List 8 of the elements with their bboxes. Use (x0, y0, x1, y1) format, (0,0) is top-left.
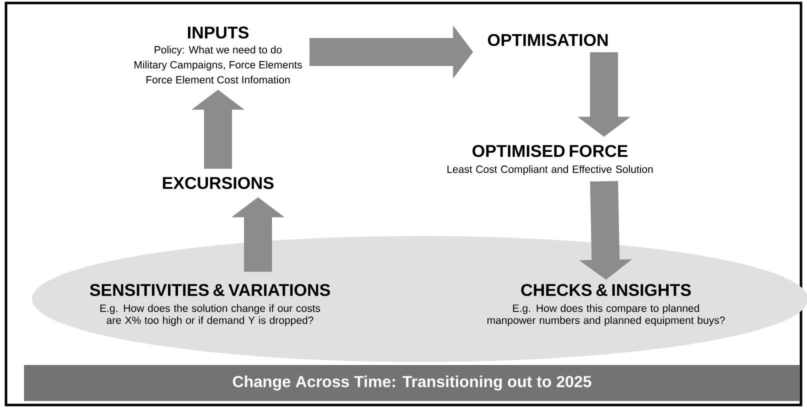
inputs-text: INPUTS Policy: What we need to do Military Campaigns, Force Elements Force Element Cost Infomation (134, 26, 302, 84)
stage-text: CHECKS & INSIGHTS E.g. How does this compare to planned manpower numbers and planned equipment buys? (487, 284, 725, 326)
stage-text: OPTIMISED FORCE Least Cost Compliant and Effective Solution (448, 144, 653, 176)
timeline-banner: Change Across Time: Transitioning out to 2025 (24, 365, 800, 401)
ellipse-band (32, 236, 807, 362)
stage-text: SENSITIVITIES & VARIATIONS E.g. How does the solution change if our costs are X% too high or if demand Y is dropped? (90, 284, 330, 326)
stage-heading: EXCURSIONS (162, 176, 274, 190)
stage-heading: OPTIMISATION (488, 34, 608, 46)
